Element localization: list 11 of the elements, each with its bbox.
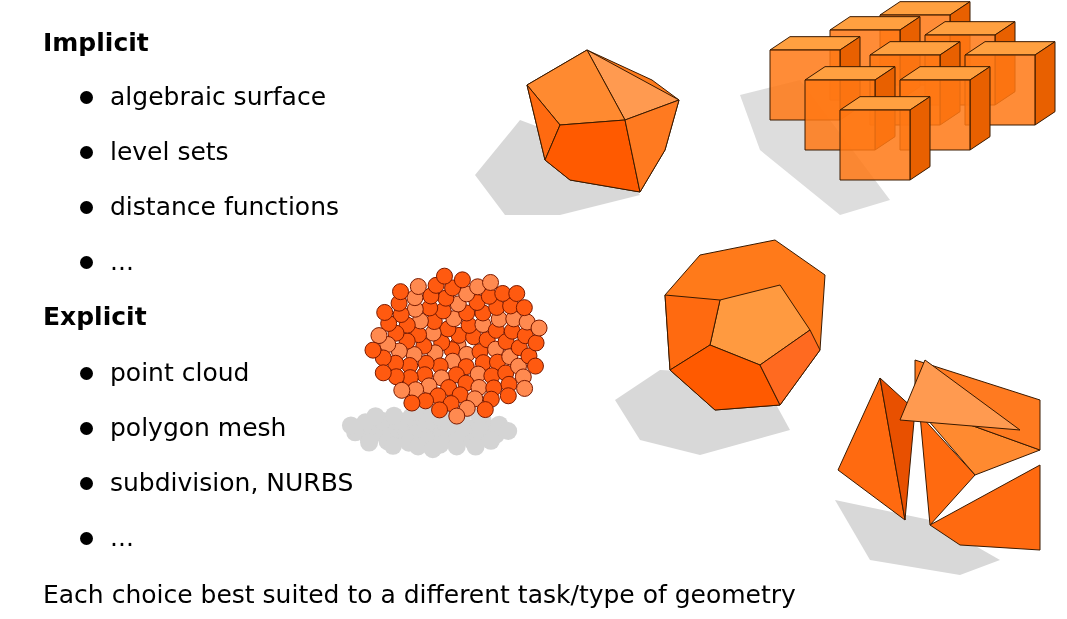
bullet-text: level sets — [110, 137, 229, 167]
bullet-text: ... — [110, 523, 134, 553]
bullet-text: algebraic surface — [110, 82, 326, 112]
bullet-text: distance functions — [110, 192, 340, 222]
bullet-text: polygon mesh — [110, 413, 287, 443]
section-heading: Explicit — [43, 302, 147, 332]
bullet-text: ... — [110, 247, 134, 277]
bullet-text: point cloud — [110, 358, 250, 388]
summary-text: Each choice best suited to a different task/type of geometry — [43, 580, 796, 610]
section-heading: Implicit — [43, 28, 149, 58]
bullet-text: subdivision, NURBS — [110, 468, 354, 498]
